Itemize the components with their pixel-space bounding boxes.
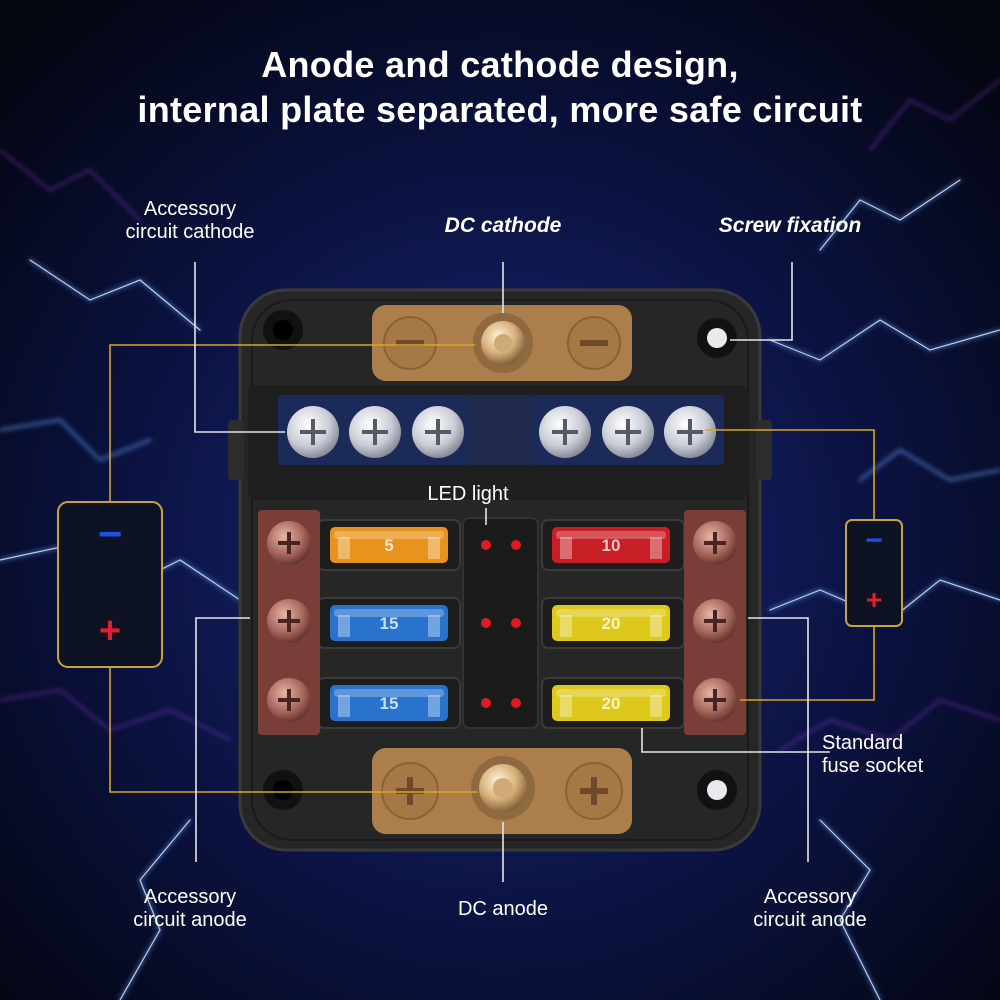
battery-right-minus-sign: − (865, 524, 883, 557)
dc-cathode-label: DC cathode (444, 214, 562, 237)
fuse-box: 5 15 15 10 20 20 (228, 288, 772, 852)
cathode-screw-icon (287, 406, 716, 458)
standard-fuse-socket-label: Standard fuse socket (822, 732, 924, 777)
led-indicator-panel (462, 517, 539, 729)
fuse-rating-label: 15 (380, 614, 399, 633)
led-icon (481, 540, 521, 708)
battery-left-minus-sign: − (97, 510, 123, 557)
fuse-right-2: 20 (552, 605, 670, 641)
fuse-rating-label: 5 (384, 536, 393, 555)
fuse-rating-label: 20 (602, 694, 621, 713)
dc-cathode-bolt-icon (473, 313, 533, 373)
accessory-cathode-label: Accessory circuit cathode (125, 198, 255, 243)
accessory-anode-left-label: Accessory circuit anode (133, 886, 247, 931)
screw-fixation-label: Screw fixation (718, 214, 862, 237)
led-light-label: LED light (427, 483, 509, 505)
anode-terminal-right-icon (684, 510, 746, 735)
fuse-left-1: 5 (330, 527, 448, 563)
battery-right-plus-sign: + (865, 584, 883, 615)
accessory-anode-right-label: Accessory circuit anode (753, 886, 867, 931)
anode-terminal-left-icon (258, 510, 320, 735)
fuse-right-3: 20 (552, 685, 670, 721)
fuse-left-2: 15 (330, 605, 448, 641)
fuse-rating-label: 15 (380, 694, 399, 713)
fuse-right-1: 10 (552, 527, 670, 563)
fuse-left-3: 15 (330, 685, 448, 721)
leader-lines (109, 262, 875, 882)
fuses: 5 15 15 10 20 20 (330, 527, 670, 721)
dc-anode-label: DC anode (457, 898, 549, 920)
dc-cathode-bus-plate (372, 305, 632, 381)
fuse-rating-label: 20 (602, 614, 621, 633)
battery-left-plus-sign: + (98, 610, 122, 652)
headline-line-1: Anode and cathode design, (261, 44, 739, 85)
mounting-hole-icon (263, 310, 737, 810)
fuse-rating-label: 10 (602, 536, 621, 555)
headline-line-2: internal plate separated, more safe circ… (137, 89, 863, 130)
dc-anode-bolt-icon (471, 756, 535, 820)
